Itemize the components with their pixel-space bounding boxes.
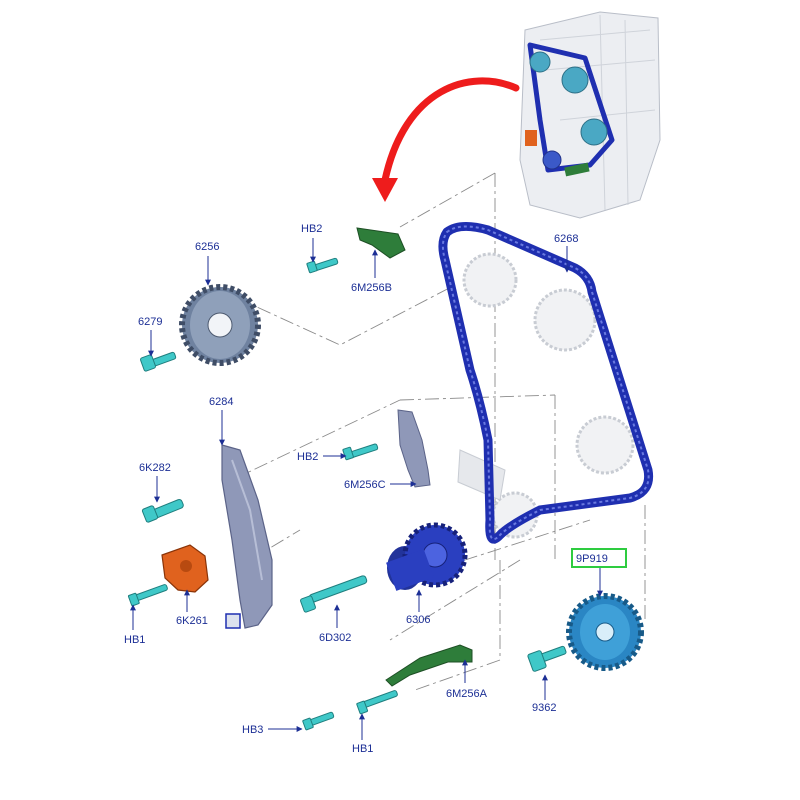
bolts	[127, 257, 567, 731]
label-6m256b: 6M256B	[351, 282, 392, 294]
bolt-6k282-icon	[141, 499, 184, 523]
bolt-6d302-icon	[300, 575, 368, 613]
engine-thumbnail-icon	[519, 11, 661, 219]
label-6284: 6284	[209, 396, 233, 408]
label-9p919: 9P919	[576, 553, 608, 565]
bolt-6279-icon	[140, 351, 177, 372]
label-6k261: 6K261	[176, 615, 208, 627]
chain-tensioner-6k261-icon	[161, 544, 209, 593]
label-hb1-left: HB1	[124, 634, 145, 646]
label-9362: 9362	[532, 702, 556, 714]
label-6k282: 6K282	[139, 462, 171, 474]
chain-guide-6m256c-icon	[397, 409, 431, 488]
bolt-hb1-bottom-icon	[356, 690, 398, 715]
label-6m256c: 6M256C	[344, 479, 386, 491]
label-6d302: 6D302	[319, 632, 351, 644]
label-hb1-bottom: HB1	[352, 743, 373, 755]
chain-guide-6m256a-icon	[385, 644, 473, 687]
bolt-hb2-mid-icon	[342, 443, 379, 461]
bolt-hb2-top-icon	[306, 257, 339, 274]
bolt-hb3-icon	[302, 711, 335, 731]
assembly-lines	[231, 172, 646, 691]
label-6306: 6306	[406, 614, 430, 626]
curved-arrow-icon	[372, 77, 520, 202]
sprocket-9p919-icon	[566, 593, 644, 671]
tensioner-arm-6284-icon	[221, 444, 273, 629]
label-hb2-top: HB2	[301, 223, 322, 235]
label-6268: 6268	[554, 233, 578, 245]
label-6256: 6256	[195, 241, 219, 253]
highlight-box-9p919	[571, 548, 627, 568]
bolt-hb1-left-icon	[127, 584, 168, 607]
label-6279: 6279	[138, 316, 162, 328]
chain-guide-6m256b-icon	[356, 227, 406, 259]
label-hb2-mid: HB2	[297, 451, 318, 463]
sprocket-6306-icon	[386, 522, 468, 591]
label-hb3: HB3	[242, 724, 263, 736]
leader-lines	[130, 238, 603, 740]
bolt-9362-icon	[527, 645, 567, 672]
timing-chain-icon	[438, 222, 654, 544]
label-6m256a: 6M256A	[446, 688, 488, 700]
sprocket-6256-icon	[179, 284, 261, 366]
part-labels: HB2 6M256B 6256 6279 6268 6284 HB2 6M256…	[124, 223, 608, 755]
